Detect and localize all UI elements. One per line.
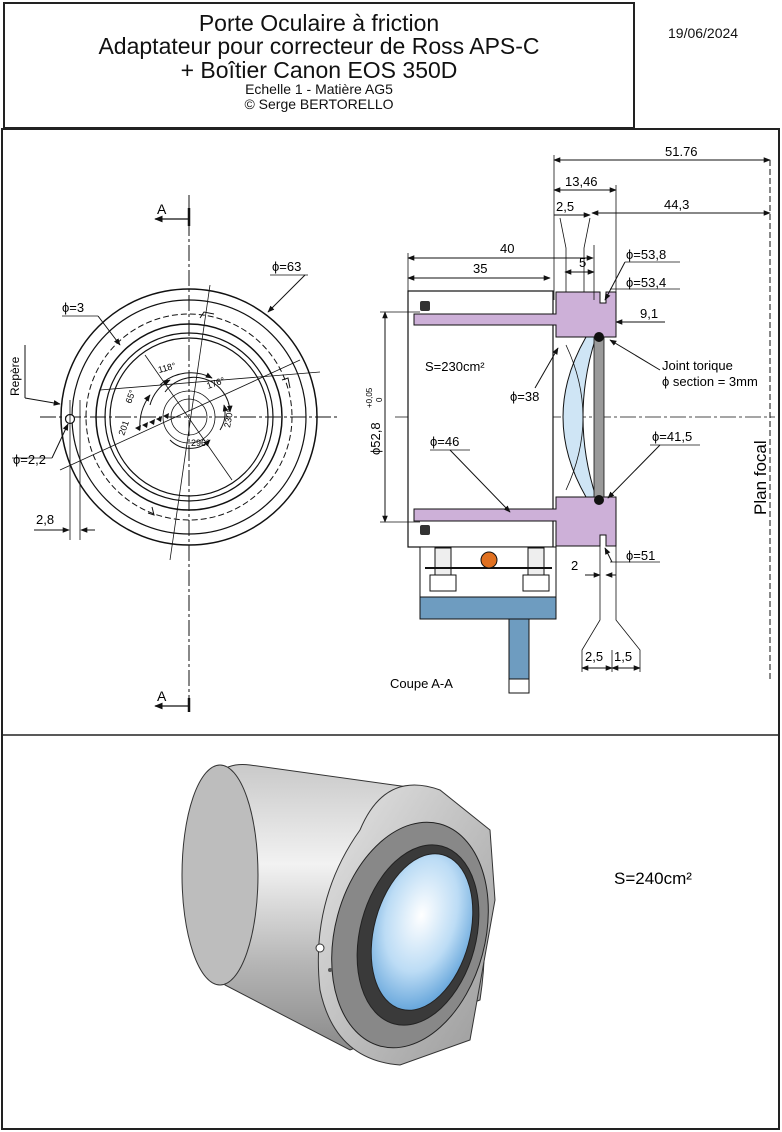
title-line-2: Adaptateur pour correcteur de Ross APS-C	[98, 33, 540, 59]
phi51-label: ϕ=51	[626, 548, 655, 563]
body-section-lower	[413, 496, 617, 547]
screw-head	[480, 551, 498, 569]
angle-118: 118°	[157, 361, 177, 375]
dim-91: 9,1	[640, 306, 658, 321]
title-block: Porte Oculaire à friction Adaptateur pou…	[3, 2, 635, 129]
phi538-label: ϕ=53,8	[626, 247, 666, 262]
tolerance-zero: 0	[375, 397, 384, 402]
render-surface: S=240cm²	[614, 869, 692, 888]
lens-glass	[370, 853, 474, 1011]
dim-5176: 51.76	[665, 144, 698, 159]
repere-label: Repère	[8, 356, 22, 396]
dim-2: 2	[571, 558, 578, 573]
dim-1346: 13,46	[565, 174, 598, 189]
phi46-label: ϕ=46	[430, 434, 459, 449]
clamp-bar	[419, 596, 557, 620]
lens-section	[562, 336, 597, 498]
dim-25-bottom: 2,5	[585, 649, 603, 664]
front-view: A A	[8, 195, 340, 712]
dim-5: 5	[579, 255, 586, 270]
section-view: Plan focal	[365, 144, 775, 694]
dim-15: 1,5	[614, 649, 632, 664]
render-3d: S=240cm²	[181, 763, 692, 1066]
dim-25-top: 2,5	[556, 199, 574, 214]
phi3-label: ϕ=3	[62, 300, 84, 315]
angle-176: 176°	[205, 375, 226, 391]
phi63-label: ϕ=63	[272, 259, 301, 274]
author: © Serge BERTORELLO	[244, 96, 394, 112]
plan-focal-label: Plan focal	[751, 440, 770, 515]
angle-296: 296°	[191, 438, 210, 448]
sheet-border	[1, 128, 780, 1130]
scale-material: Echelle 1 - Matière AG5	[245, 81, 393, 97]
drawing-date: 19/06/2024	[668, 25, 739, 41]
section-mark-top: A	[157, 201, 167, 217]
joint-line-1: Joint torique	[662, 358, 733, 373]
dim-40: 40	[500, 241, 514, 256]
dim-28: 2,8	[36, 512, 54, 527]
title-line-1: Porte Oculaire à friction	[198, 10, 440, 36]
angle-65: 65°	[123, 388, 137, 405]
phi415-label: ϕ=41,5	[652, 429, 692, 444]
phi534-label: ϕ=53,4	[626, 275, 666, 290]
phi38-label: ϕ=38	[510, 389, 539, 404]
section-mark-bottom: A	[157, 688, 167, 704]
angle-230: 230°	[222, 408, 235, 428]
phi528-label: ϕ52,8	[368, 422, 383, 455]
section-caption: Coupe A-A	[390, 676, 453, 691]
phi22-label: ϕ=2,2	[13, 452, 46, 467]
body-section-upper	[413, 291, 617, 338]
angle-201: 201	[116, 419, 131, 437]
title-line-3: + Boîtier Canon EOS 350D	[180, 57, 458, 83]
section-surface: S=230cm²	[425, 359, 485, 374]
dim-35: 35	[473, 261, 487, 276]
tolerance-plus: +0,05	[365, 387, 374, 408]
dim-443: 44,3	[664, 197, 689, 212]
joint-line-2: ϕ section = 3mm	[662, 374, 758, 389]
